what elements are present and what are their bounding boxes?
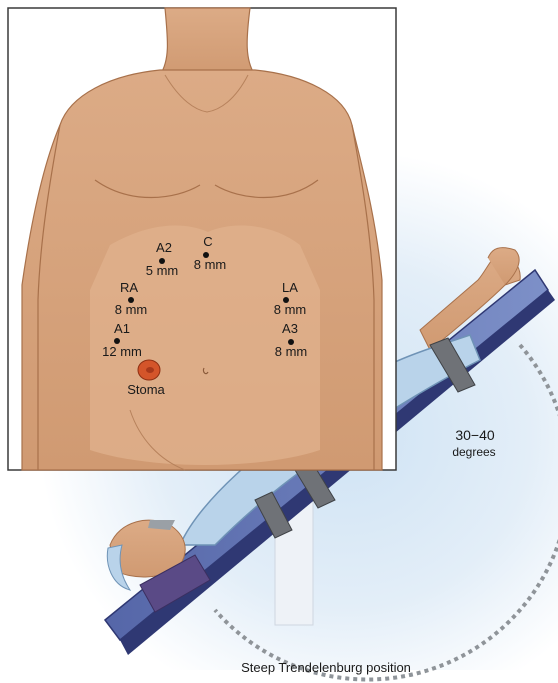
port-a1-size: 12 mm [102,345,142,359]
port-la-name: LA [282,281,298,295]
port-ra-size: 8 mm [115,303,148,317]
port-c-name: C [203,235,212,249]
port-a3-name: A3 [282,322,298,336]
port-c-size: 8 mm [194,258,227,272]
stoma-marker [138,360,160,380]
port-a2-name: A2 [156,241,172,255]
port-la-size: 8 mm [274,303,307,317]
stoma-label: Stoma [127,383,165,397]
port-a1-name: A1 [114,322,130,336]
port-a3-size: 8 mm [275,345,308,359]
port-ra-name: RA [120,281,138,295]
angle-unit: degrees [452,445,495,459]
port-a2-size: 5 mm [146,264,179,278]
caption: Steep Trendelenburg position [241,661,411,675]
angle-value: 30−40 [455,428,494,442]
